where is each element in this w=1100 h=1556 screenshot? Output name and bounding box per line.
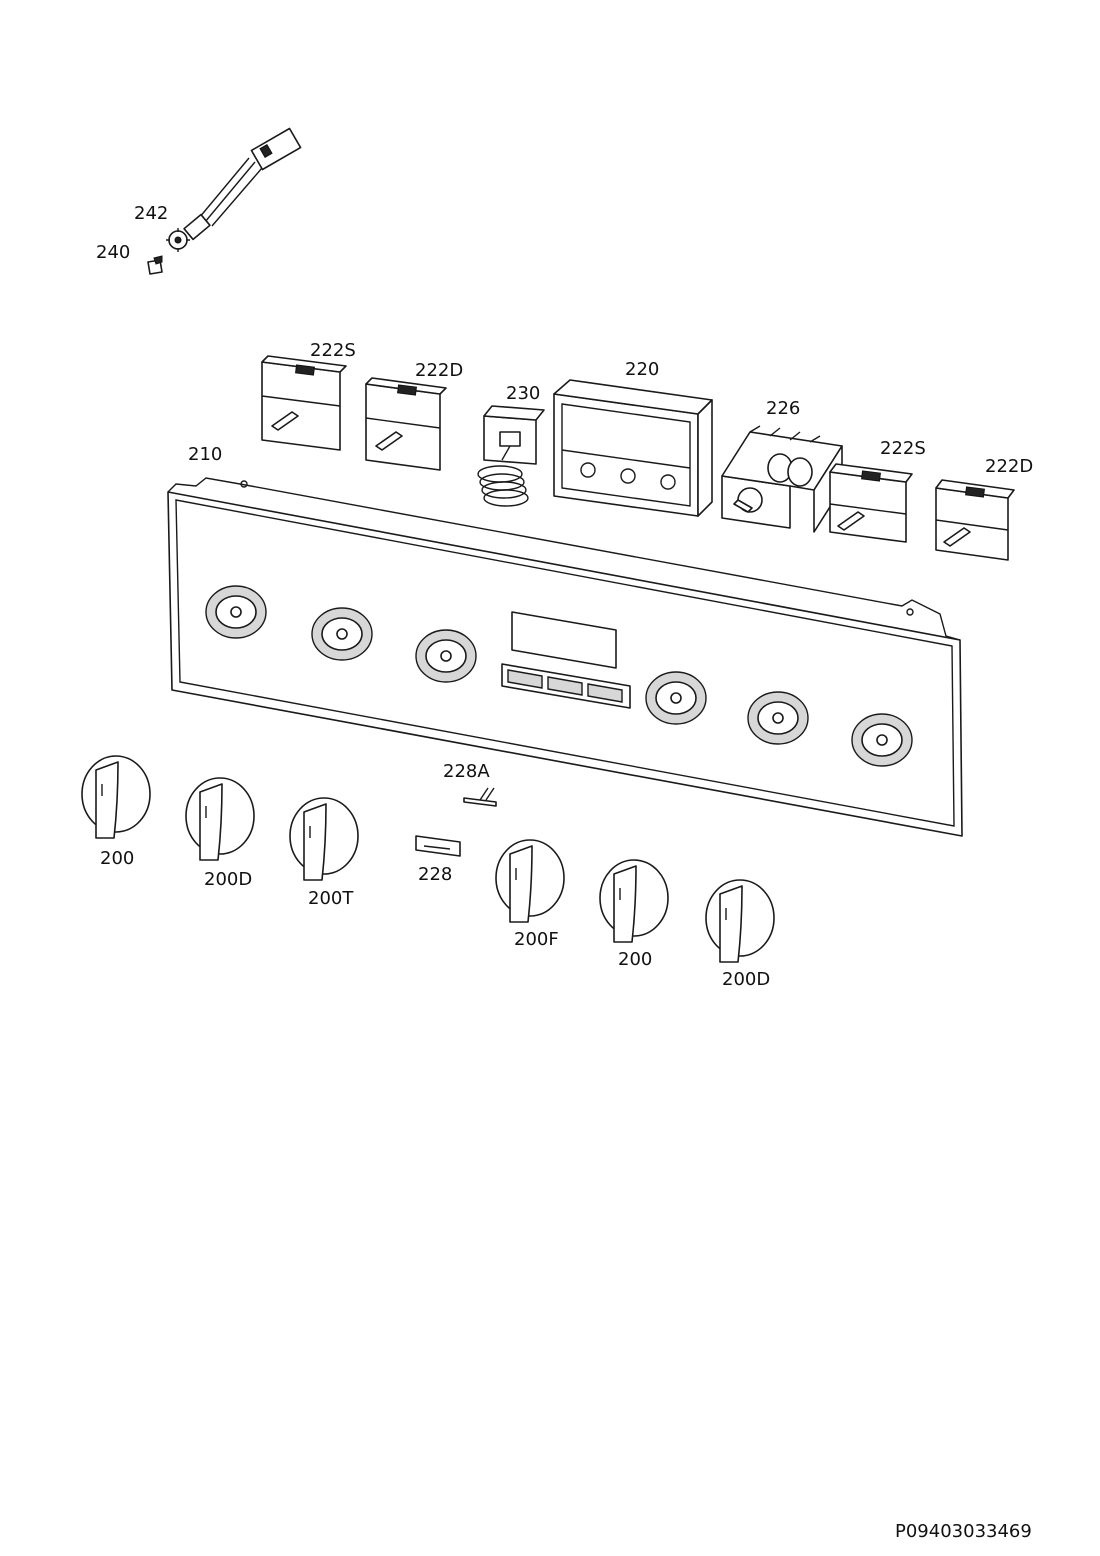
knob-200D-right [705,879,775,963]
label-200-right: 200 [618,949,653,970]
knob-200-left [81,755,151,839]
label-222D-right: 222D [985,456,1034,477]
knob-opening-2 [311,607,373,661]
label-222S-left: 222S [310,340,356,361]
part-240-clip [147,255,163,275]
label-228A: 228A [443,761,490,782]
knob-opening-3 [415,629,477,683]
label-240: 240 [96,242,131,263]
label-222S-right: 222S [880,438,926,459]
label-242: 242 [134,203,169,224]
knob-opening-6 [851,713,913,767]
part-222D-left-switch [365,377,447,471]
label-222D-left: 222D [415,360,464,381]
part-230-thermostat [477,405,545,507]
part-226-selector-switch [721,425,843,533]
button-strip [501,663,631,709]
knob-200-right [599,859,669,943]
part-220-display-module [553,379,713,517]
knob-opening-1 [205,585,267,639]
knob-200F [495,839,565,923]
part-210-control-panel [167,477,963,837]
knob-opening-5 [747,691,809,745]
knob-opening-4 [645,671,707,725]
label-200-left: 200 [100,848,135,869]
label-200D-left: 200D [204,869,253,890]
part-222S-right-switch [829,463,913,543]
label-226: 226 [766,398,801,419]
part-228A-light-pipe [463,787,497,807]
knob-200T [289,797,359,881]
document-id: P09403033469 [895,1521,1032,1542]
part-242-wire-harness [166,127,302,252]
part-228-push-button [415,835,461,857]
display-window [511,611,617,669]
knob-200D-left [185,777,255,861]
label-210: 210 [188,444,223,465]
label-230: 230 [506,383,541,404]
part-222D-right-switch [935,479,1015,561]
label-220: 220 [625,359,660,380]
part-222S-left-switch [261,355,347,451]
label-200T: 200T [308,888,354,909]
label-228: 228 [418,864,453,885]
label-200F: 200F [514,929,559,950]
label-200D-right: 200D [722,969,771,990]
